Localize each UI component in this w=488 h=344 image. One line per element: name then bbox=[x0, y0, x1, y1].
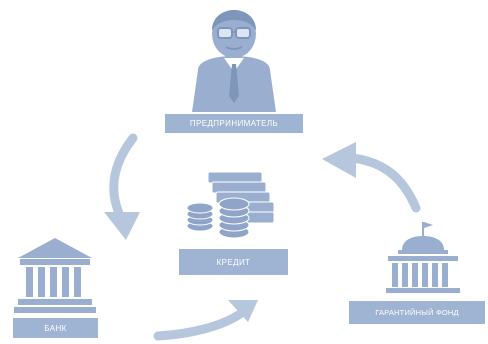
credit-label-box bbox=[179, 249, 288, 275]
bank-building-icon bbox=[14, 238, 96, 313]
money-stack-icon bbox=[186, 171, 275, 239]
government-building-icon bbox=[386, 222, 460, 293]
fund-label: ГАРАНТИЙНЫЙ ФОНД bbox=[375, 308, 459, 317]
bank-label: БАНК bbox=[44, 323, 67, 333]
bank-label-box bbox=[13, 318, 98, 338]
businessman-icon bbox=[192, 10, 276, 112]
arrow-bank-to-credit bbox=[153, 300, 258, 341]
entrepreneur-label: ПРЕДПРИНИМАТЕЛЬ bbox=[189, 119, 279, 128]
fund-label-box bbox=[349, 301, 485, 324]
arrow-entrepreneur-to-bank bbox=[104, 133, 140, 240]
entrepreneur-label-box bbox=[165, 114, 303, 133]
arrow-fund-to-entrepreneur bbox=[322, 142, 421, 213]
credit-label: КРЕДИТ bbox=[216, 257, 251, 267]
